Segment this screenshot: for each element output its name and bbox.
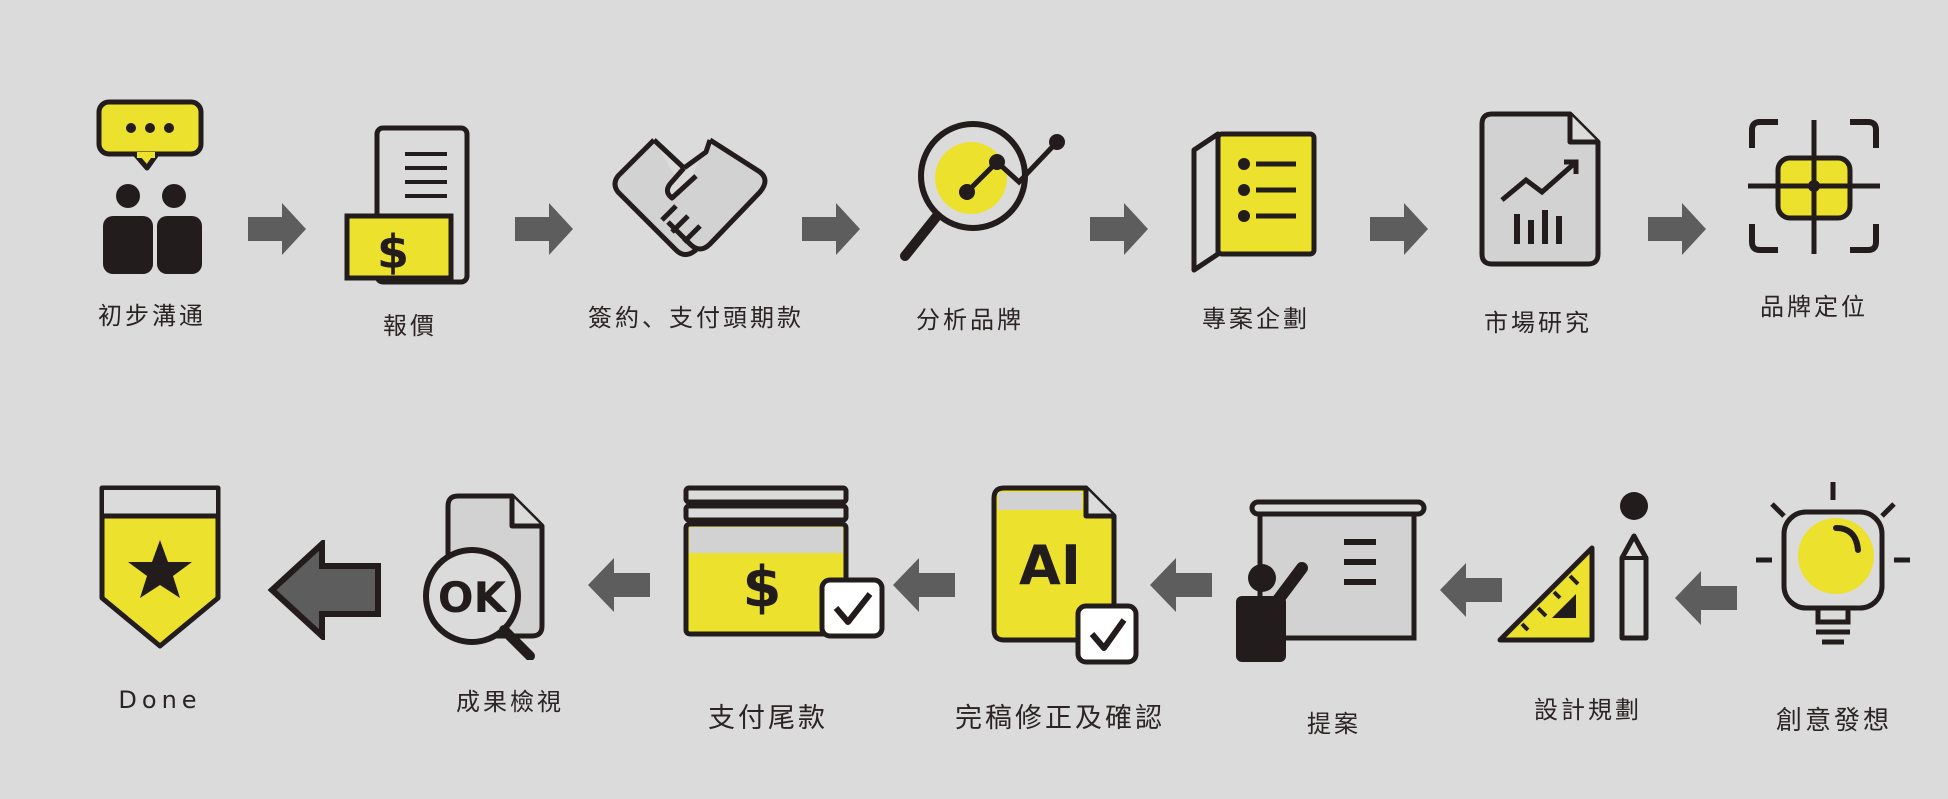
target-crosshair-icon [1746,116,1882,258]
svg-text:$: $ [377,225,409,279]
step-label-s3: 簽約、支付頭期款 [588,304,804,332]
handshake-icon [610,132,780,268]
lightbulb-icon [1752,478,1914,664]
market-chart-icon [1478,110,1602,268]
flow-arrow-right-icon [1090,203,1150,259]
flow-arrow-right-icon [248,203,308,259]
ai-file-check-icon: AI [990,482,1142,668]
svg-text:OK: OK [438,573,508,622]
presentation-board-icon [1232,496,1428,666]
step-label-s9: 設計規劃 [1534,696,1642,724]
flow-arrow-right-icon [1370,203,1430,259]
ok-review-icon: OK [418,490,560,661]
step-label-s5: 專案企劃 [1202,305,1310,333]
step-label-s8: 創意發想 [1775,706,1893,736]
planning-book-icon [1190,128,1320,274]
step-label-s13: 成果檢視 [456,688,564,716]
step-label-s4: 分析品牌 [916,306,1024,334]
step-label-s14: Done [118,686,202,714]
payment-check-icon: $ [680,484,890,640]
step-label-s7: 品牌定位 [1760,293,1868,321]
flow-arrow-left-icon [1440,563,1502,621]
flow-arrow-right-icon [802,203,862,259]
step-label-s10: 提案 [1307,710,1361,738]
flow-arrow-left-icon [1150,558,1212,616]
ruler-pencil-icon [1492,486,1662,650]
chat-people-icon [95,98,210,278]
svg-text:AI: AI [1019,534,1081,597]
flow-arrow-left-icon [893,558,955,616]
step-label-s11: 完稿修正及確認 [955,703,1165,734]
step-label-s2: 報價 [383,312,437,340]
step-label-s12: 支付尾款 [708,703,828,734]
svg-text:$: $ [743,555,782,620]
flow-arrow-right-icon [1648,203,1708,259]
magnifier-analytics-icon [897,120,1069,265]
step-label-s6: 市場研究 [1484,309,1592,337]
flow-arrow-right-icon [515,203,575,259]
flow-arrow-left-outline-icon [266,537,382,644]
step-label-s1: 初步溝通 [98,302,206,330]
star-badge-icon [98,482,224,652]
flow-arrow-left-icon [1675,571,1737,629]
flow-arrow-left-icon [588,558,650,616]
quote-document-icon: $ [343,124,473,286]
